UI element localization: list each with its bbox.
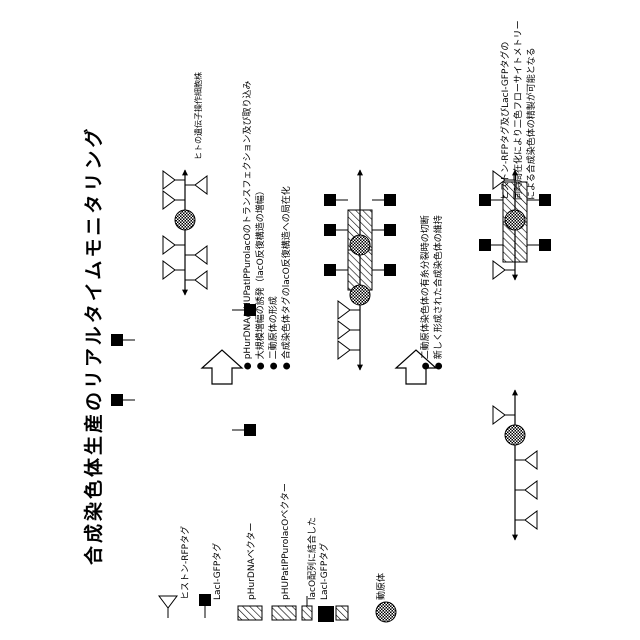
centromere bbox=[350, 235, 370, 255]
step1-item: ● 合成染色体タグのlacO反復構造への局在化 bbox=[281, 80, 294, 370]
histone-rfp-tag bbox=[515, 451, 537, 469]
histone-rfp-tag bbox=[515, 511, 537, 529]
step1-item: ● 大規模増幅の誘発（lacO反復構造の増幅） bbox=[255, 80, 268, 370]
centromere bbox=[505, 425, 525, 445]
histone-rfp-tag bbox=[163, 236, 185, 254]
histone-rfp-tag bbox=[338, 321, 360, 339]
laci-gfp-tag bbox=[372, 264, 396, 276]
legend-label-phupatippurolaco: pHUPatIPPurolacOベクター bbox=[282, 483, 291, 600]
legend-label-phurdna: pHurDNAベクター bbox=[248, 523, 257, 600]
centromere bbox=[376, 602, 396, 622]
histone-rfp-tag bbox=[338, 341, 360, 359]
histone-rfp-tag bbox=[185, 271, 207, 289]
stage1-label: ヒトの遺伝子操作細胞株 bbox=[195, 72, 203, 160]
step2-list: ● 二動原体染色体の有糸分裂時の切断 ● 新しく形成された合成染色体の維持 bbox=[420, 215, 446, 370]
step2-item: ● 二動原体染色体の有糸分裂時の切断 bbox=[420, 215, 433, 370]
legend-symbols bbox=[159, 594, 396, 622]
histone-rfp-tag bbox=[163, 171, 185, 189]
laci-gfp-tag bbox=[111, 334, 135, 346]
centromere bbox=[505, 210, 525, 230]
histone-rfp-tag bbox=[163, 261, 185, 279]
histone-rfp-tag bbox=[493, 406, 515, 424]
legend-laco-gfp-square bbox=[318, 606, 334, 622]
histone-rfp-tag bbox=[515, 481, 537, 499]
laci-gfp-tag bbox=[372, 224, 396, 236]
centromere bbox=[175, 210, 195, 230]
histone-rfp-tag bbox=[493, 261, 515, 279]
chromosome-stage-1 bbox=[163, 170, 207, 295]
histone-rfp-tag bbox=[185, 176, 207, 194]
page-title: 合成染色体生産のリアルタイムモニタリング bbox=[85, 126, 104, 565]
chromosome-stage-2 bbox=[324, 170, 396, 370]
legend-phurdna-block bbox=[238, 606, 262, 620]
laci-gfp-tag bbox=[479, 239, 503, 251]
laci-gfp-tag bbox=[324, 194, 348, 206]
histone-rfp-tag bbox=[185, 246, 207, 264]
legend-label-centromere: 動原体 bbox=[378, 573, 387, 600]
legend-phupatippurolaco-block bbox=[272, 606, 296, 620]
legend-label-laco-bound-2: LacI-GFPタグ bbox=[321, 543, 330, 600]
legend-laco-block-2 bbox=[336, 606, 348, 620]
vector-block bbox=[348, 250, 372, 290]
legend-laco-block bbox=[302, 606, 312, 620]
legend-label-histone-rfp: ヒストン-RFPタグ bbox=[182, 526, 191, 600]
step1-item: ● 二動原体の形成 bbox=[268, 80, 281, 370]
legend-label-laco-bound-1: lacO配列に結合した bbox=[309, 517, 318, 600]
laci-gfp-tag bbox=[527, 239, 551, 251]
histone-rfp-tag bbox=[159, 596, 177, 618]
laci-gfp-tag bbox=[324, 264, 348, 276]
laci-gfp-tag bbox=[324, 224, 348, 236]
laci-gfp-tag bbox=[372, 194, 396, 206]
laci-gfp-tag bbox=[199, 594, 211, 618]
legend-label-laci-gfp: LacI-GFPタグ bbox=[214, 543, 223, 600]
centromere bbox=[350, 285, 370, 305]
process-arrow-1 bbox=[202, 350, 242, 384]
stage4-label: ヒストン-RFPタグ及びLacI-GFPタグの 同時局在化により二色フローサイト… bbox=[500, 20, 539, 200]
laci-gfp-tag bbox=[111, 394, 135, 406]
step1-item: ● pHurDNA/pHUPatIPPurolacOのトランスフェクション及び取… bbox=[242, 80, 255, 370]
step1-list: ● pHurDNA/pHUPatIPPurolacOのトランスフェクション及び取… bbox=[242, 80, 294, 370]
laci-gfp-tag bbox=[232, 424, 256, 436]
histone-rfp-tag bbox=[163, 191, 185, 209]
step2-item: ● 新しく形成された合成染色体の維持 bbox=[433, 215, 446, 370]
chromosome-stage-3 bbox=[493, 390, 537, 540]
free-tags-stage-1 bbox=[111, 304, 256, 436]
